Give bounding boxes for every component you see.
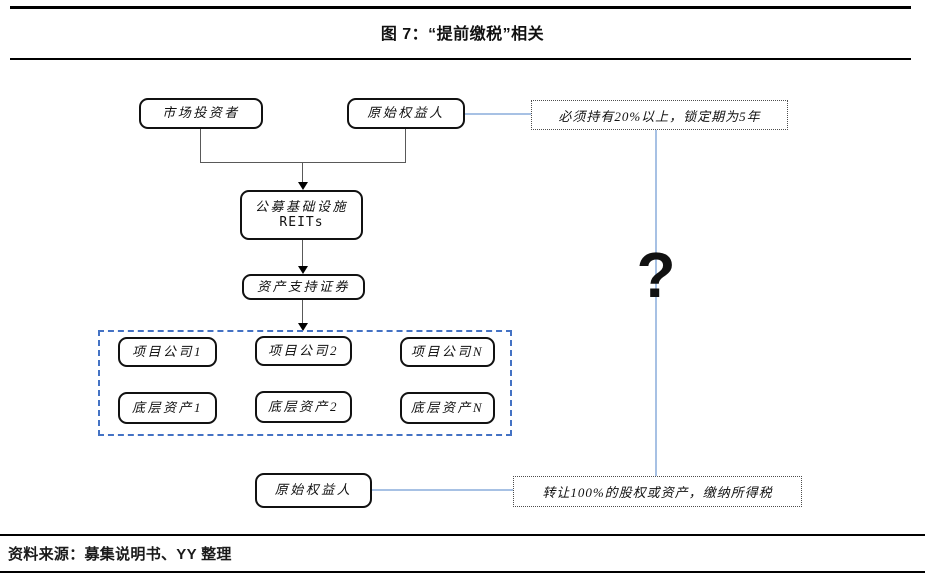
- note-holding-requirement-label: 必须持有20%以上，锁定期为5年: [558, 108, 761, 124]
- connector-originator-to-note: [465, 113, 531, 115]
- note-transfer-tax-label: 转让100%的股权或资产，缴纳所得税: [542, 485, 773, 500]
- node-originator-top-label: 原始权益人: [367, 105, 445, 121]
- node-underlying-asset-1: 底层资产1: [118, 392, 217, 424]
- connector-originator-bottom-to-transfer: [372, 489, 513, 491]
- node-originator-top: 原始权益人: [347, 98, 465, 129]
- title-underline-rule: [10, 58, 911, 60]
- node-underlying-asset-1-label: 底层资产1: [131, 399, 203, 415]
- connector-market-investor-down: [200, 129, 201, 162]
- top-rule: [10, 6, 911, 9]
- node-public-reits-label-line2: REITs: [279, 215, 324, 230]
- footer-top-rule: [0, 534, 925, 536]
- arrowhead-into-abs: [298, 266, 308, 274]
- node-underlying-asset-n-label: 底层资产N: [410, 399, 485, 415]
- node-project-company-n: 项目公司N: [400, 337, 495, 367]
- node-project-company-1-label: 项目公司1: [131, 343, 203, 359]
- figure-title: 图 7：“提前缴税”相关: [380, 26, 545, 43]
- node-public-reits-label-line1: 公募基础设施: [254, 198, 348, 214]
- question-mark: ?: [636, 239, 676, 311]
- node-underlying-asset-2: 底层资产2: [255, 391, 352, 423]
- node-project-company-2-label: 项目公司2: [267, 342, 339, 358]
- connector-originator-down: [405, 129, 406, 162]
- connector-to-reits: [302, 162, 303, 184]
- node-underlying-asset-2-label: 底层资产2: [267, 398, 339, 414]
- node-project-company-n-label: 项目公司N: [410, 343, 485, 359]
- node-originator-bottom: 原始权益人: [255, 473, 372, 508]
- node-public-reits: 公募基础设施 REITs: [240, 190, 363, 240]
- group-project-assets: [98, 330, 512, 436]
- node-abs: 资产支持证券: [242, 274, 365, 300]
- node-project-company-2: 项目公司2: [255, 336, 352, 366]
- node-originator-bottom-label: 原始权益人: [274, 482, 353, 498]
- node-project-company-1: 项目公司1: [118, 337, 217, 367]
- node-market-investor: 市场投资者: [139, 98, 263, 129]
- note-holding-requirement: 必须持有20%以上，锁定期为5年: [531, 100, 788, 130]
- connector-reits-to-abs: [302, 240, 303, 267]
- source-note: 资料来源：募集说明书、YY 整理: [8, 546, 232, 563]
- connector-note-to-transfer-vertical: [655, 130, 657, 476]
- connector-abs-to-group: [302, 300, 303, 324]
- node-underlying-asset-n: 底层资产N: [400, 392, 495, 424]
- footer-bottom-rule: [0, 571, 925, 573]
- node-abs-label: 资产支持证券: [256, 278, 350, 294]
- node-market-investor-label: 市场投资者: [162, 105, 240, 121]
- arrowhead-into-reits: [298, 182, 308, 190]
- connector-merge-horizontal: [200, 162, 406, 163]
- arrowhead-into-group: [298, 323, 308, 331]
- note-transfer-tax: 转让100%的股权或资产，缴纳所得税: [513, 476, 802, 507]
